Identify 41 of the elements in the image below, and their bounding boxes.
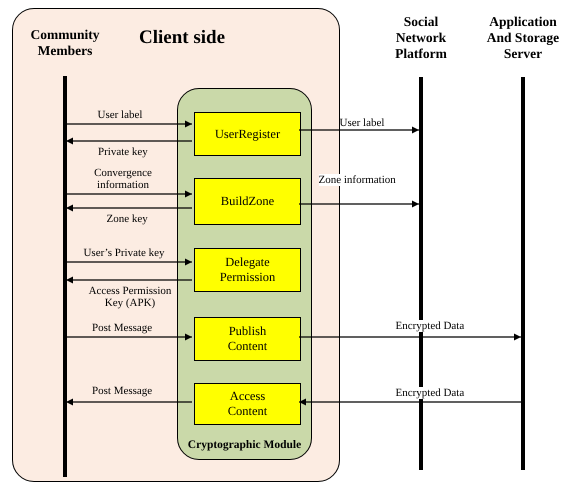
edge-label: Encrypted Data [396,320,464,332]
client-side-panel [12,8,340,482]
edge-label: User label [98,109,142,121]
process-label: UserRegister [214,126,282,142]
edge-label: User’s Private key [82,247,166,259]
arrow [66,204,192,212]
participant-name: Community Members [29,27,100,59]
process-box [194,178,301,225]
module-title: Cryptographic Module [186,439,302,451]
process-box [194,112,301,156]
edge-label: Post Message [92,385,152,397]
arrow [66,138,192,144]
process-label: BuildZone [220,194,276,209]
arrow [66,398,192,406]
process-label: Publish Content [226,324,268,354]
participant-name: Application And Storage Server [486,14,560,62]
arrow [66,190,192,198]
panel-title: Client side [139,27,226,49]
arrow [66,120,192,128]
process-box [194,317,301,361]
arrow [299,200,419,208]
edge-label: Convergence information [93,167,153,191]
process-box [194,248,301,292]
edge-label: Encrypted Data [396,387,464,399]
module-panel [177,88,312,460]
edge-label: Access Permission Key (APK) [88,285,172,309]
arrow [66,334,192,340]
edge-label: Zone information [318,174,396,186]
process-label: Access Content [226,389,268,419]
arrow [299,398,521,406]
edge-label: Zone key [106,213,148,225]
edge-label: Private key [98,146,148,158]
edge-label: Post Message [92,322,152,334]
edge-label: User label [340,117,384,129]
participant-name: Social Network Platform [394,14,448,62]
arrow [299,126,419,134]
arrow [66,276,192,284]
process-label: Delegate Permission [218,255,276,285]
arrow [66,258,192,266]
process-box [194,383,301,425]
arrow [299,334,521,340]
